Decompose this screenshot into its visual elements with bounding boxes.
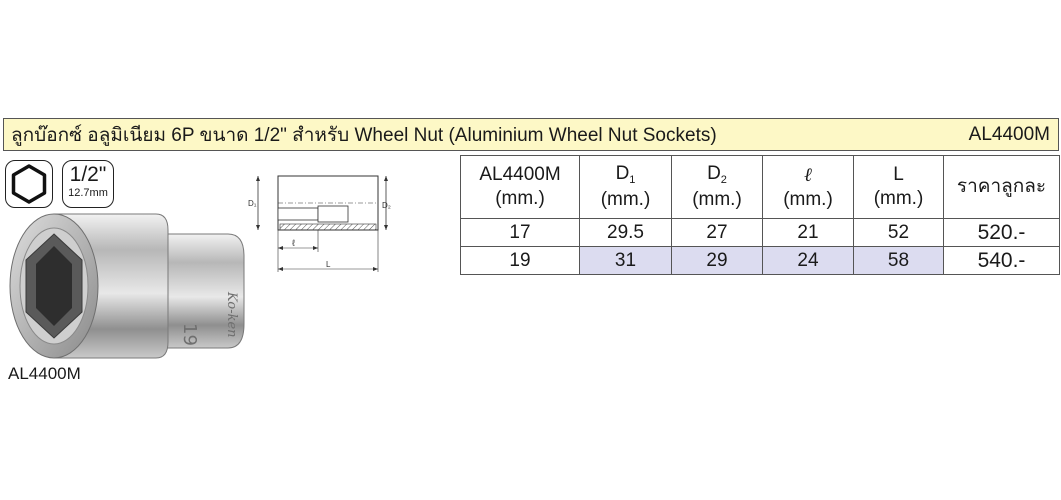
drawing-label-l-small: ℓ: [292, 238, 296, 248]
cell-d1: 29.5: [579, 218, 672, 247]
product-code: AL4400M: [968, 123, 1050, 145]
table-header-row: AL4400M (mm.) D1 (mm.) D2 (mm.) ℓ (mm.) …: [460, 155, 1060, 219]
cell-size: 19: [460, 246, 580, 275]
header-l-small: ℓ (mm.): [762, 155, 854, 219]
cell-l-small: 24: [762, 246, 854, 275]
table-row: 19 31 29 24 58 540.-: [460, 246, 1060, 275]
header-price: ราคาลูกละ: [943, 155, 1060, 219]
header-l-main: L: [893, 164, 904, 185]
header-d2-unit: (mm.): [692, 189, 742, 210]
header-l: L (mm.): [853, 155, 944, 219]
header-d2: D2 (mm.): [671, 155, 763, 219]
cell-d2: 27: [671, 218, 763, 247]
drawing-label-d2: D₂: [382, 201, 391, 210]
header-l-small-unit: (mm.): [783, 188, 833, 210]
header-model: AL4400M (mm.): [460, 155, 580, 219]
cell-size: 17: [460, 218, 580, 247]
title-bar: ลูกบ๊อกซ์ อลูมิเนียม 6P ขนาด 1/2" สำหรับ…: [3, 118, 1059, 151]
header-model-unit: (mm.): [495, 188, 545, 209]
spec-table: AL4400M (mm.) D1 (mm.) D2 (mm.) ℓ (mm.) …: [460, 155, 1060, 275]
hex-drive-badge: [5, 160, 53, 208]
product-title: ลูกบ๊อกซ์ อลูมิเนียม 6P ขนาด 1/2" สำหรับ…: [11, 124, 717, 146]
header-d1-unit: (mm.): [600, 189, 651, 210]
model-caption: AL4400M: [8, 364, 81, 383]
header-d2-sub: 2: [720, 174, 727, 186]
table-row: 17 29.5 27 21 52 520.-: [460, 218, 1060, 247]
header-d2-main: D: [707, 163, 721, 184]
drive-size-badge: 1/2" 12.7mm: [62, 160, 114, 208]
cell-l-small: 21: [762, 218, 854, 247]
technical-drawing: D₁ D₂ ℓ L: [248, 175, 391, 272]
drive-size-mm: 12.7mm: [68, 187, 108, 199]
header-d1-sub: 1: [629, 174, 636, 186]
header-model-main: AL4400M: [479, 164, 561, 185]
drive-size: 1/2": [69, 163, 107, 186]
drawing-label-d1: D₁: [248, 199, 257, 208]
socket-size-mark: 19: [179, 323, 200, 346]
cell-l: 58: [853, 246, 944, 275]
brand-engraving: Ko-ken: [224, 291, 239, 338]
header-d1-main: D: [615, 163, 630, 184]
cell-price: 520.-: [943, 218, 1060, 247]
socket-photo: 19 Ko-ken: [9, 213, 245, 359]
header-l-unit: (mm.): [873, 188, 924, 209]
cell-d1: 31: [579, 246, 672, 275]
header-l-small-main: ℓ: [804, 163, 812, 186]
cell-price: 540.-: [943, 246, 1060, 275]
header-price-main: ราคาลูกละ: [956, 176, 1047, 197]
header-d1: D1 (mm.): [579, 155, 672, 219]
drawing-label-l: L: [326, 260, 331, 269]
hexagon-icon: [11, 164, 47, 204]
cell-d2: 29: [671, 246, 763, 275]
cell-l: 52: [853, 218, 944, 247]
